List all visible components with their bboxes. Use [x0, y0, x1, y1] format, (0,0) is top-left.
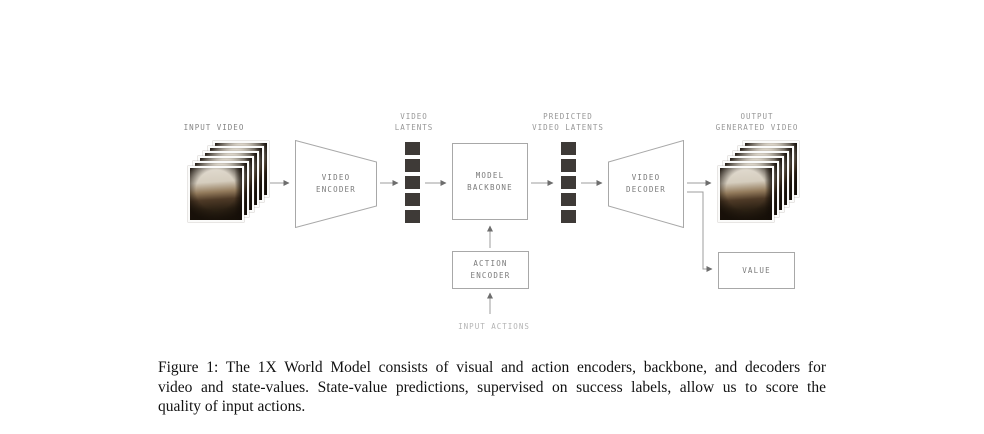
caption-line: Figure 1: The 1X World Model consists of… — [158, 359, 826, 376]
value-node: VALUE — [718, 252, 795, 289]
output-label-line2: GENERATED VIDEO — [715, 123, 799, 132]
video-encoder-node: VIDEO ENCODER — [295, 140, 377, 228]
video-latents-column — [405, 142, 420, 223]
action-encoder-label-line2: ENCODER — [470, 271, 511, 280]
latent-square — [405, 142, 420, 155]
video-frame — [718, 166, 774, 222]
video-encoder-label-line1: VIDEO — [321, 173, 351, 182]
video-encoder-label-line2: ENCODER — [315, 185, 356, 194]
latent-square — [405, 193, 420, 206]
video-decoder-label-line2: DECODER — [625, 185, 666, 194]
input-actions-label: INPUT ACTIONS — [458, 322, 530, 331]
video-latents-label-line2: LATENTS — [394, 123, 434, 132]
latent-square — [561, 159, 576, 172]
model-backbone-node: MODEL BACKBONE — [452, 143, 528, 220]
predicted-latents-label-line2: VIDEO LATENTS — [532, 123, 604, 132]
video-latents-label-line1: VIDEO — [400, 112, 428, 121]
latent-square — [561, 210, 576, 223]
latent-square — [561, 142, 576, 155]
output-generated-video-label: OUTPUT GENERATED VIDEO — [716, 111, 799, 133]
latent-square — [405, 210, 420, 223]
action-encoder-node: ACTION ENCODER — [452, 251, 529, 289]
video-decoder-shape — [608, 140, 684, 228]
latent-square — [405, 159, 420, 172]
value-label: VALUE — [742, 265, 771, 275]
model-backbone-label-line1: MODEL — [475, 170, 505, 180]
latent-square — [561, 193, 576, 206]
caption-line: quality of input actions. — [158, 398, 306, 415]
video-decoder-node: VIDEO DECODER — [608, 140, 684, 228]
predicted-video-latents-column — [561, 142, 576, 223]
input-video-thumbnails — [188, 141, 269, 222]
caption-line: video and state-values. State-value pred… — [158, 378, 826, 396]
output-generated-video-thumbnails — [718, 141, 799, 222]
input-video-label: INPUT VIDEO — [183, 123, 245, 132]
video-encoder-shape — [295, 140, 377, 228]
figure-caption: Figure 1: The 1X World Model consists of… — [158, 358, 826, 417]
latent-square — [405, 176, 420, 189]
video-decoder-label-line1: VIDEO — [631, 173, 661, 182]
video-frame — [188, 166, 244, 222]
video-latents-label: VIDEO LATENTS — [395, 111, 434, 133]
action-encoder-label-line1: ACTION — [473, 259, 508, 268]
latent-square — [561, 176, 576, 189]
predicted-video-latents-label: PREDICTED VIDEO LATENTS — [532, 111, 604, 133]
predicted-latents-label-line1: PREDICTED — [543, 112, 593, 121]
model-backbone-label-line2: BACKBONE — [467, 182, 513, 192]
output-label-line1: OUTPUT — [740, 112, 774, 121]
